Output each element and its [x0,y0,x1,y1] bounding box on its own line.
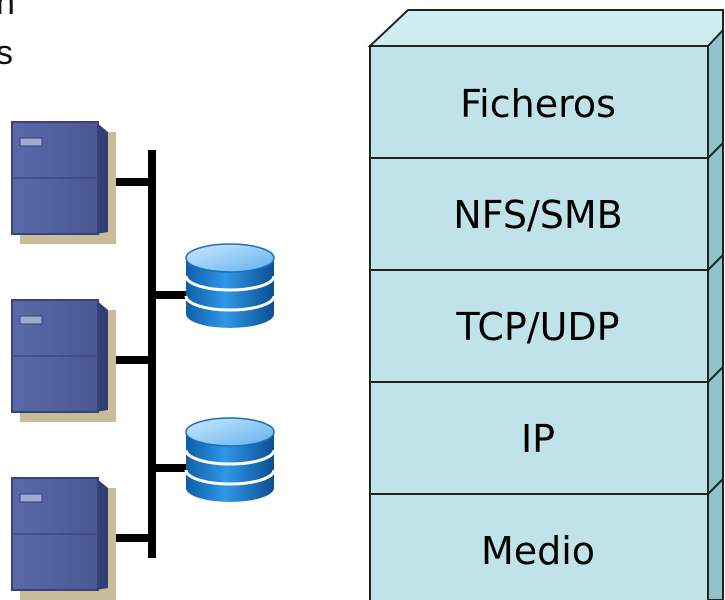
server-icon [11,477,116,600]
layer-tcp-udp: TCP/UDP [369,269,724,383]
cropped-text-fragment-2: s [0,34,13,72]
server-icon [11,299,116,422]
layer-label-nfs-smb: NFS/SMB [453,193,623,237]
network-bus [108,150,186,558]
layer-label-medio: Medio [481,529,595,573]
layer-label-tcp-udp: TCP/UDP [455,305,619,349]
server-icon [11,121,116,244]
layer-label-ficheros: Ficheros [460,82,616,126]
database-icon [184,417,276,502]
cropped-text-fragment-1: n [0,0,15,22]
database-icon [184,243,276,328]
layer-ficheros: Ficheros [369,45,724,159]
layer-ip: IP [369,381,724,495]
layer-nfs-smb: NFS/SMB [369,157,724,271]
layer-label-ip: IP [521,417,555,461]
layer-medio: Medio [369,493,709,600]
protocol-stack: Ficheros NFS/SMB TCP/UDP IP Medio [367,9,724,600]
